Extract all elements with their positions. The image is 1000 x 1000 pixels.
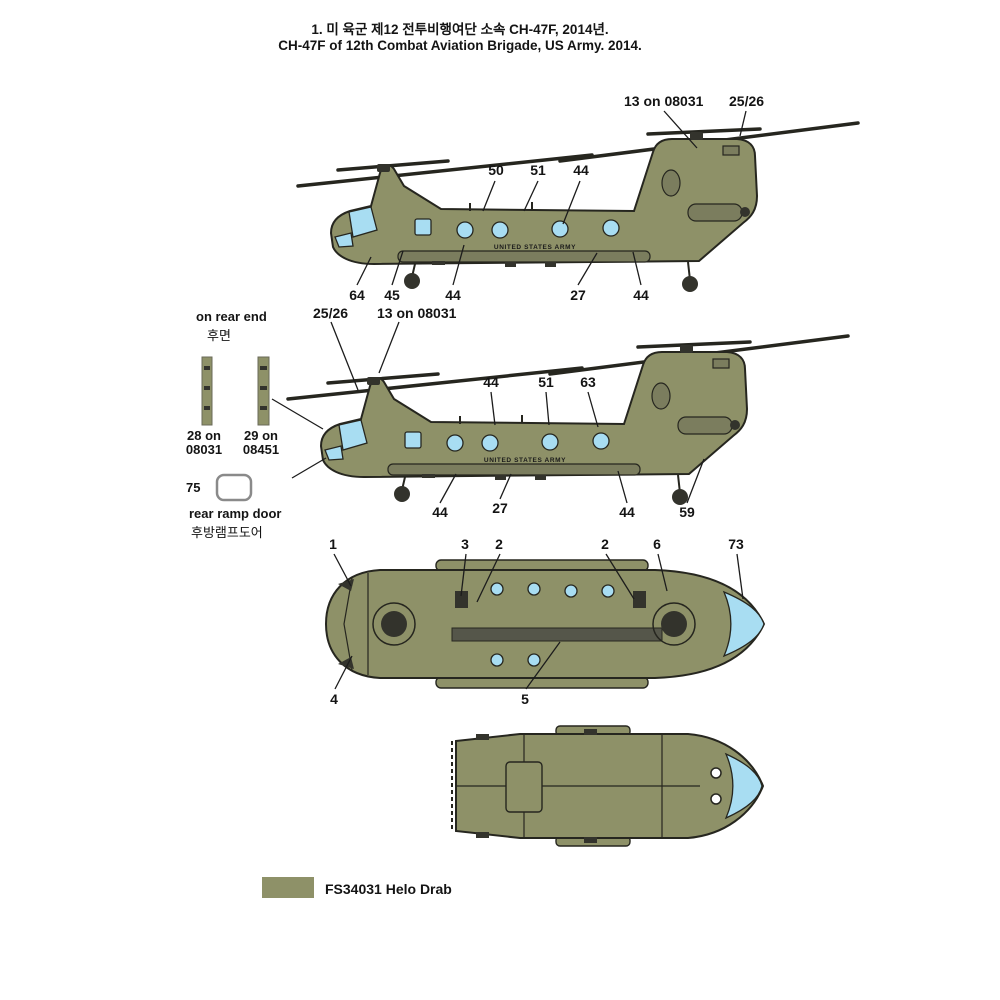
- decal-29-line1: 29 on: [244, 428, 278, 443]
- side-view-2: [286, 334, 850, 507]
- title-english: CH-47F of 12th Combat Aviation Brigade, …: [278, 38, 642, 53]
- callout-2a-top: 2: [495, 536, 503, 552]
- callout-44c-v2: 44: [619, 504, 635, 520]
- callout-13-on-08031-v2: 13 on 08031: [377, 305, 457, 321]
- callout-50-v1: 50: [488, 162, 504, 178]
- color-swatch: [262, 877, 314, 898]
- rear-end-label-en: on rear end: [196, 309, 267, 324]
- callout-27-v2: 27: [492, 500, 508, 516]
- callout-44b-v1: 44: [445, 287, 461, 303]
- bottom-view: [451, 725, 765, 847]
- rear-end-label-ko: 후면: [207, 328, 231, 343]
- callout-73-top: 73: [728, 536, 744, 552]
- decal-strips: [201, 356, 270, 426]
- sheet-title: 1. 미 육군 제12 전투비행여단 소속 CH-47F, 2014년. CH-…: [140, 22, 780, 54]
- callout-25-26-v2: 25/26: [313, 305, 349, 321]
- callout-45-v1: 45: [384, 287, 400, 303]
- callout-27-v1: 27: [570, 287, 586, 303]
- callout-25-26-v1: 25/26: [729, 93, 765, 109]
- decal-29-label: 29 on 08451: [233, 429, 289, 457]
- top-view: [324, 559, 766, 689]
- decal-28-label: 28 on 08031: [176, 429, 232, 457]
- leader-lines: [271, 110, 747, 690]
- callout-64-v1: 64: [349, 287, 365, 303]
- callout-44c-v1: 44: [633, 287, 649, 303]
- color-swatch-label: FS34031 Helo Drab: [325, 881, 452, 897]
- callout-6-top: 6: [653, 536, 661, 552]
- rear-ramp-door-icon: [215, 473, 253, 502]
- callout-51-v1: 51: [530, 162, 546, 178]
- callout-1-top: 1: [329, 536, 337, 552]
- callout-51-v2: 51: [538, 374, 554, 390]
- decal-28-line1: 28 on: [187, 428, 221, 443]
- callout-5-top: 5: [521, 691, 529, 707]
- callout-44b-v2: 44: [432, 504, 448, 520]
- callout-13-on-08031-v1: 13 on 08031: [624, 93, 704, 109]
- callout-44a-v2: 44: [483, 374, 499, 390]
- callout-59-v2: 59: [679, 504, 695, 520]
- ramp-label-ko: 후방램프도어: [191, 525, 263, 540]
- ramp-label-en: rear ramp door: [189, 506, 282, 521]
- decal-28-line2: 08031: [185, 442, 223, 457]
- ramp-number: 75: [186, 480, 201, 495]
- callout-4-top: 4: [330, 691, 338, 707]
- callout-3-top: 3: [461, 536, 469, 552]
- fuselage-text-1: UNITED STATES ARMY: [494, 244, 576, 251]
- title-korean: 1. 미 육군 제12 전투비행여단 소속 CH-47F, 2014년.: [311, 22, 609, 37]
- callout-63-v2: 63: [580, 374, 596, 390]
- callout-44a-v1: 44: [573, 162, 589, 178]
- callout-2b-top: 2: [601, 536, 609, 552]
- decal-29-line2: 08451: [242, 442, 280, 457]
- fuselage-text-2: UNITED STATES ARMY: [484, 457, 566, 464]
- side-view-1: UNITED STATES ARMY: [296, 121, 860, 294]
